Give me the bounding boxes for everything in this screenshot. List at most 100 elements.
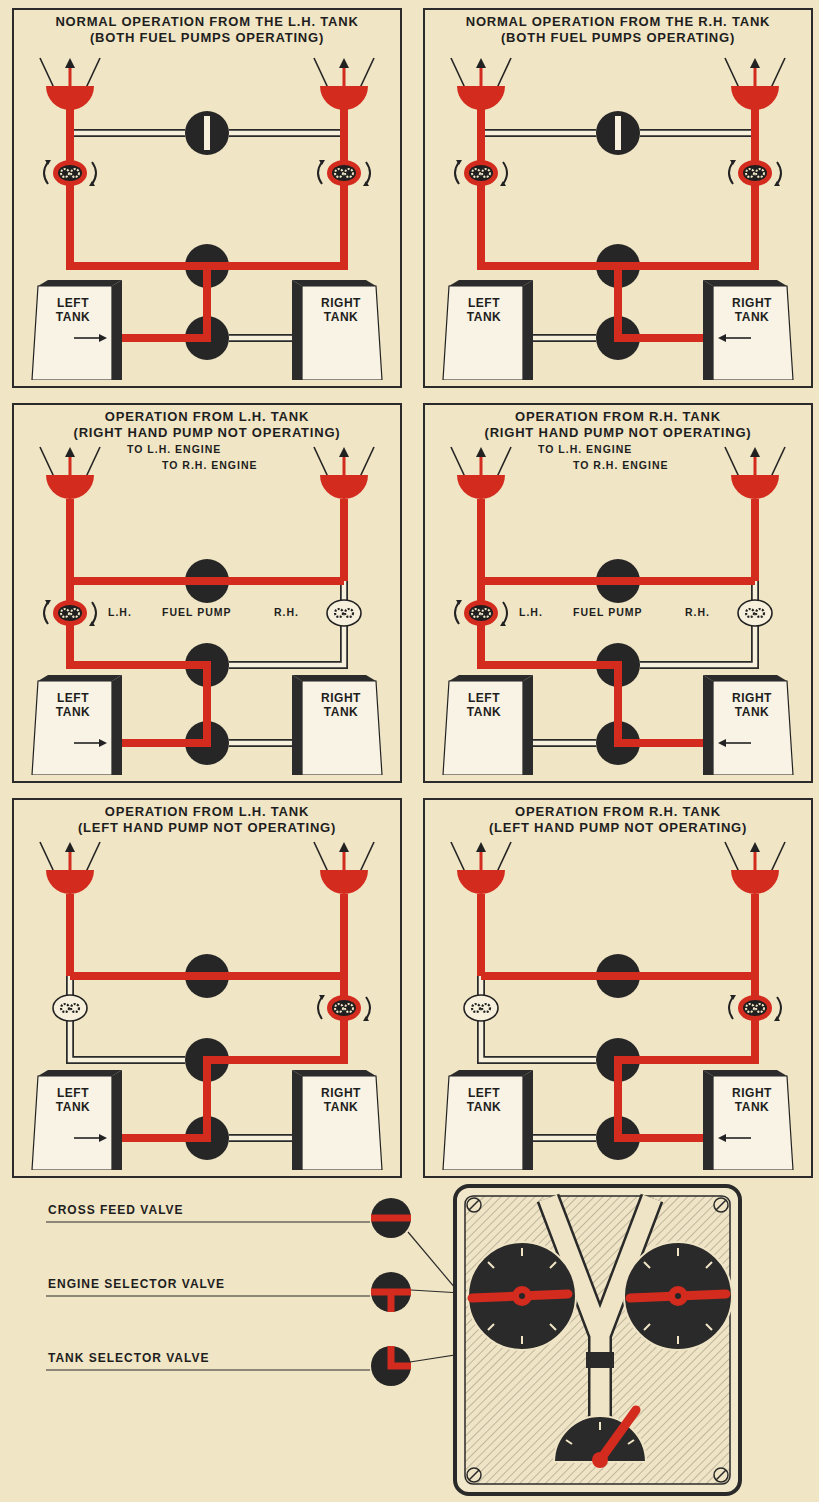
legend-text: TANK SELECTOR VALVE <box>48 1351 209 1366</box>
tank-box: LEFT TANK <box>30 675 122 775</box>
tank-box: RIGHT TANK <box>292 280 384 380</box>
engine-symbol <box>451 842 511 894</box>
flow-label: R.H. <box>274 606 299 619</box>
tank-box: RIGHT TANK <box>292 675 384 775</box>
control-panel <box>455 1186 740 1494</box>
fuel-pump-off <box>464 995 498 1021</box>
fuel-schematic <box>451 842 785 1160</box>
tank-outline <box>703 675 795 775</box>
valve-symbol <box>371 1346 411 1386</box>
tank-outline <box>30 675 122 775</box>
flow-label: L.H. <box>519 606 543 619</box>
engine-symbol <box>725 842 785 894</box>
tank-outline <box>292 1070 384 1170</box>
valve-slot <box>615 116 621 150</box>
fuel-pump-off <box>53 995 87 1021</box>
tank-label: RIGHT TANK <box>308 675 374 720</box>
flow-label: TO R.H. ENGINE <box>573 459 668 472</box>
flow-label: FUEL PUMP <box>573 606 642 619</box>
screw <box>467 1198 728 1482</box>
flow-label: FUEL PUMP <box>162 606 231 619</box>
panel-box: OPERATION FROM L.H. TANK(LEFT HAND PUMP … <box>12 798 402 1178</box>
panel-box: OPERATION FROM R.H. TANK(LEFT HAND PUMP … <box>423 798 813 1178</box>
tank-box: RIGHT TANK <box>703 280 795 380</box>
valve-slot <box>204 116 210 150</box>
tank-outline <box>703 280 795 380</box>
panel-title: OPERATION FROM R.H. TANK <box>433 409 803 425</box>
panel-title: OPERATION FROM L.H. TANK <box>22 804 392 820</box>
tank-box: RIGHT TANK <box>292 1070 384 1170</box>
fuel-pump <box>318 995 370 1021</box>
valve-marking <box>391 1346 411 1366</box>
fuel-pump-off <box>327 600 361 626</box>
panel-box: NORMAL OPERATION FROM THE L.H. TANK(BOTH… <box>12 8 402 388</box>
selector-dial <box>468 1242 576 1350</box>
flow-label: TO L.H. ENGINE <box>538 443 632 456</box>
tank-outline <box>292 675 384 775</box>
engine-symbol <box>40 58 100 110</box>
legend-text: CROSS FEED VALVE <box>48 1203 184 1218</box>
leader-line <box>46 1295 370 1296</box>
fuel-pump <box>729 160 781 186</box>
panel-subtitle: (BOTH FUEL PUMPS OPERATING) <box>433 30 803 46</box>
panel-subtitle: (BOTH FUEL PUMPS OPERATING) <box>22 30 392 46</box>
panel-subtitle: (LEFT HAND PUMP NOT OPERATING) <box>433 820 803 836</box>
legend-text: ENGINE SELECTOR VALVE <box>48 1277 225 1292</box>
tank-label: LEFT TANK <box>40 1070 106 1115</box>
panel-title: NORMAL OPERATION FROM THE L.H. TANK <box>22 14 392 30</box>
fuel-pump <box>729 995 781 1021</box>
tank-label: LEFT TANK <box>40 675 106 720</box>
cross-feed-valve <box>185 111 229 155</box>
cross-feed-valve <box>596 111 640 155</box>
flow-label: L.H. <box>108 606 132 619</box>
engine-symbol <box>314 842 374 894</box>
tank-label: RIGHT TANK <box>719 675 785 720</box>
fuel-schematic <box>40 842 374 1160</box>
tank-outline <box>441 1070 533 1170</box>
tank-label: LEFT TANK <box>451 280 517 325</box>
engine-symbol <box>725 58 785 110</box>
selector-dial <box>624 1242 732 1350</box>
fuel-pump <box>455 160 507 186</box>
name-plate <box>586 1352 614 1368</box>
tank-outline <box>30 1070 122 1170</box>
valve-symbol <box>371 1272 411 1312</box>
tank-label: RIGHT TANK <box>719 280 785 325</box>
valve-marking <box>371 1215 411 1222</box>
fuel-pump <box>44 600 96 626</box>
panel-title: OPERATION FROM R.H. TANK <box>433 804 803 820</box>
flow-label: TO R.H. ENGINE <box>162 459 257 472</box>
tank-label: RIGHT TANK <box>719 1070 785 1115</box>
tank-label: RIGHT TANK <box>308 1070 374 1115</box>
panel-subtitle: (RIGHT HAND PUMP NOT OPERATING) <box>22 425 392 441</box>
engine-symbol <box>451 58 511 110</box>
cross-feed-dial <box>554 1410 646 1468</box>
valve-symbol <box>371 1198 411 1238</box>
panel-subtitle: (RIGHT HAND PUMP NOT OPERATING) <box>433 425 803 441</box>
fuel-schematic <box>40 447 374 765</box>
tank-outline <box>703 1070 795 1170</box>
panel-subtitle: (LEFT HAND PUMP NOT OPERATING) <box>22 820 392 836</box>
engine-symbol <box>40 842 100 894</box>
flow-label: R.H. <box>685 606 710 619</box>
tank-label: LEFT TANK <box>40 280 106 325</box>
tank-box: LEFT TANK <box>30 280 122 380</box>
tank-box: LEFT TANK <box>441 675 533 775</box>
tank-label: RIGHT TANK <box>308 280 374 325</box>
panel-title: NORMAL OPERATION FROM THE R.H. TANK <box>433 14 803 30</box>
tank-box: LEFT TANK <box>441 1070 533 1170</box>
leader-line <box>46 1369 370 1370</box>
fuel-schematic <box>40 58 374 360</box>
tank-box: LEFT TANK <box>441 280 533 380</box>
tank-outline <box>441 675 533 775</box>
engine-symbol <box>314 447 374 499</box>
tank-outline <box>292 280 384 380</box>
tank-label: LEFT TANK <box>451 675 517 720</box>
engine-symbol <box>40 447 100 499</box>
tank-box: RIGHT TANK <box>703 1070 795 1170</box>
leader-line <box>46 1221 370 1222</box>
fuel-pump <box>455 600 507 626</box>
tank-outline <box>30 280 122 380</box>
tank-outline <box>441 280 533 380</box>
